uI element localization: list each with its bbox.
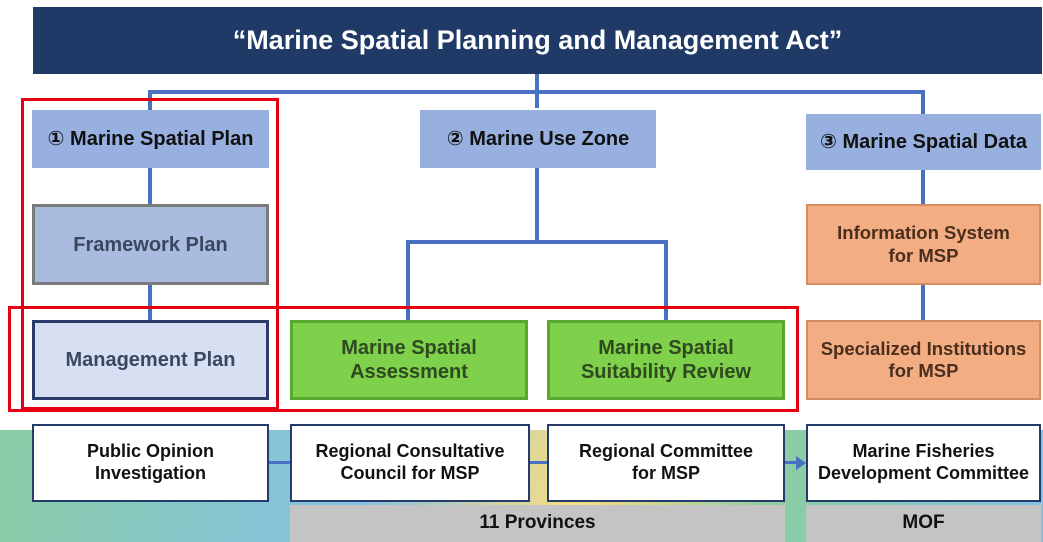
mof-footer: MOF (806, 505, 1041, 542)
connector-zone-left (406, 240, 410, 320)
information-system-box: Information System for MSP (806, 204, 1041, 285)
act-title: “Marine Spatial Planning and Management … (33, 7, 1042, 74)
connector-infosystem-institutions (921, 285, 925, 321)
connector-zone-horizontal (406, 240, 668, 244)
provinces-footer: 11 Provinces (290, 505, 785, 542)
connector-process-3-4 (785, 461, 803, 464)
category-marine-spatial-plan: ① Marine Spatial Plan (32, 110, 269, 168)
connector-process-2-3 (530, 461, 548, 464)
process-regional-council: Regional Consultative Council for MSP (290, 424, 530, 502)
arrow-head-icon (796, 456, 806, 470)
connector-top-horizontal (148, 90, 925, 94)
connector-cat1-framework (148, 168, 152, 204)
highlight-frame-management-row (8, 306, 799, 412)
process-public-opinion: Public Opinion Investigation (32, 424, 269, 502)
process-fisheries-committee: Marine Fisheries Development Committee (806, 424, 1041, 502)
connector-framework-management (148, 285, 152, 321)
specialized-institutions-box: Specialized Institutions for MSP (806, 320, 1041, 400)
connector-cat3-infosystem (921, 170, 925, 204)
highlight-frame-plan (21, 98, 279, 410)
marine-spatial-suitability-review-box: Marine Spatial Suitability Review (547, 320, 785, 400)
connector-cat3-stub (921, 90, 925, 114)
management-plan-box: Management Plan (32, 320, 269, 400)
process-regional-committee: Regional Committee for MSP (547, 424, 785, 502)
connector-zone-right (664, 240, 668, 320)
connector-cat2-down (535, 168, 539, 242)
category-marine-use-zone: ② Marine Use Zone (420, 110, 656, 168)
category-marine-spatial-data: ③ Marine Spatial Data (806, 114, 1041, 170)
connector-process-1-2 (268, 461, 290, 464)
marine-spatial-assessment-box: Marine Spatial Assessment (290, 320, 528, 400)
framework-plan-box: Framework Plan (32, 204, 269, 285)
